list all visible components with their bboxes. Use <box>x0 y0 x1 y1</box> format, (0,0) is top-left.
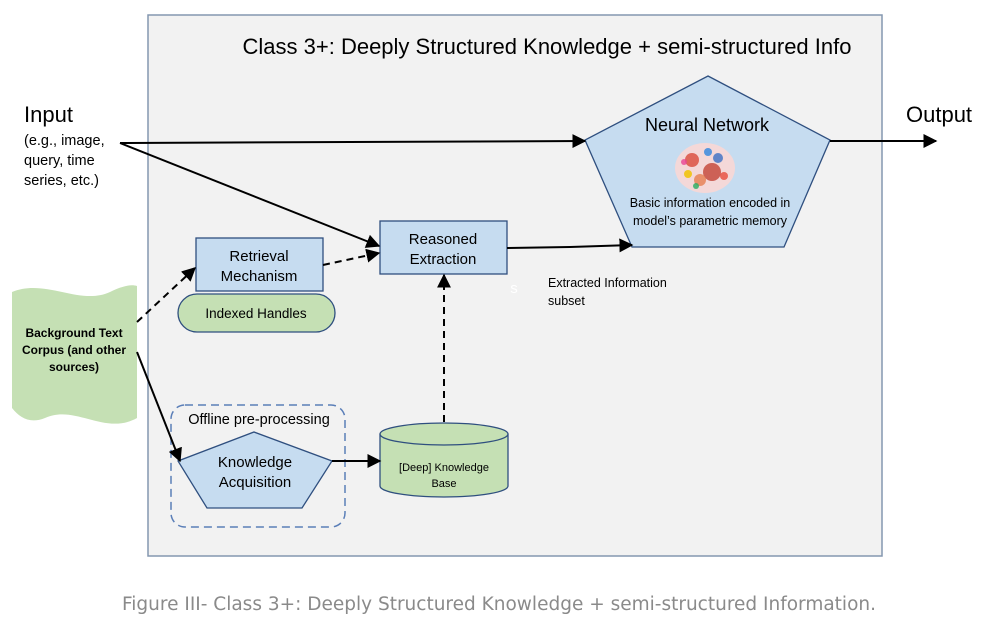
arrow-reasoned-extraction-to-neural-network <box>506 238 634 253</box>
indexed-handles-pill <box>177 293 336 333</box>
background-corpus-line-3: sources) <box>49 360 99 374</box>
stray-mark: s <box>510 280 518 297</box>
background-corpus-line-1: Background Text <box>25 326 122 340</box>
figure-caption: Figure III- Class 3+: Deeply Structured … <box>122 594 876 615</box>
panel-title: Class 3+: Deeply Structured Knowledge + … <box>243 34 852 59</box>
retrieval-mechanism-box <box>195 237 324 292</box>
network-visualization-image <box>675 143 735 193</box>
reasoned-extraction-line-1: Reasoned <box>409 231 477 248</box>
reasoned-extraction-box <box>379 220 508 275</box>
knowledge-base-line-1: [Deep] Knowledge <box>399 462 489 474</box>
input-detail-line-3: series, etc.) <box>24 173 99 189</box>
knowledge-base-line-2: Base <box>431 478 456 490</box>
knowledge-base-cylinder <box>379 422 509 498</box>
arrow-corpus-to-knowledge-acquisition <box>136 351 182 463</box>
input-detail-line-2: query, time <box>24 153 95 169</box>
arrow-retrieval-to-reasoned-extraction <box>322 248 381 266</box>
arrow-input-to-reasoned-extraction <box>119 142 381 248</box>
neural-network-label: Neural Network <box>645 115 770 135</box>
input-label: Input <box>24 102 73 127</box>
arrow-corpus-to-retrieval <box>136 267 197 323</box>
neural-network-desc-line-1: Basic information encoded in <box>630 196 791 210</box>
background-corpus-line-2: Corpus (and other <box>22 343 126 357</box>
knowledge-acquisition-pentagon <box>177 431 333 509</box>
extracted-info-line-1: Extracted Information <box>548 276 667 290</box>
knowledge-acquisition-line-1: Knowledge <box>218 454 292 471</box>
indexed-handles-label: Indexed Handles <box>205 306 307 321</box>
background-corpus-shape <box>12 285 137 424</box>
offline-preprocessing-label: Offline pre-processing <box>188 412 330 428</box>
retrieval-mechanism-line-2: Mechanism <box>221 268 298 285</box>
neural-network-desc-line-2: model’s parametric memory <box>633 214 788 228</box>
knowledge-acquisition-line-2: Acquisition <box>219 474 292 491</box>
retrieval-mechanism-line-1: Retrieval <box>229 248 288 265</box>
output-label: Output <box>906 102 972 127</box>
input-detail-line-1: (e.g., image, <box>24 133 105 149</box>
extracted-info-line-2: subset <box>548 294 585 308</box>
reasoned-extraction-line-2: Extraction <box>410 251 477 268</box>
offline-preprocessing-group <box>170 404 346 528</box>
arrow-input-to-neural-network <box>119 134 587 149</box>
